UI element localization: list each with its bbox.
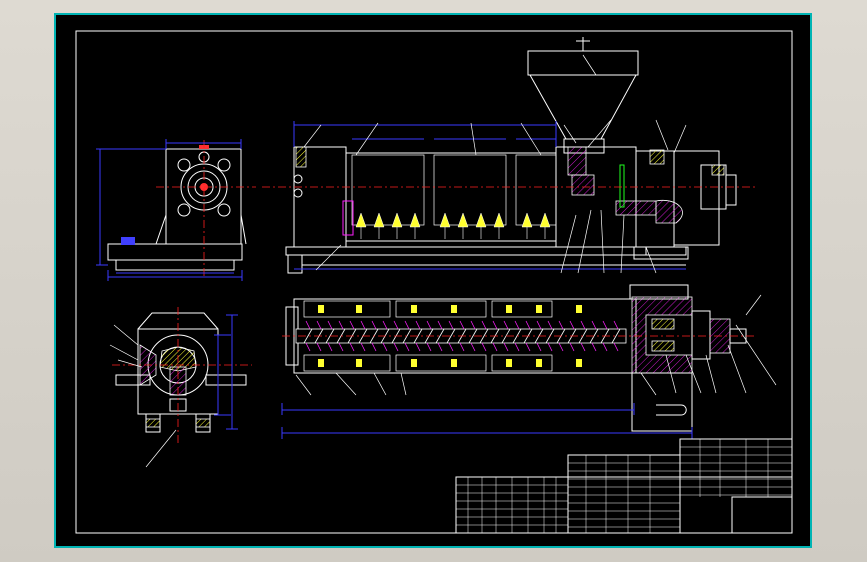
heater-cones <box>355 212 551 239</box>
drawing-sheet <box>54 13 812 548</box>
longitudinal-section-view <box>281 284 777 439</box>
front-elevation-view <box>96 139 256 281</box>
screw-flights <box>303 320 621 352</box>
side-view-extruder <box>262 37 756 274</box>
drawing-frame <box>75 30 793 534</box>
title-block <box>455 438 793 534</box>
heater-marks <box>318 305 582 367</box>
cad-drawing <box>75 30 793 534</box>
end-view-section <box>109 307 252 468</box>
